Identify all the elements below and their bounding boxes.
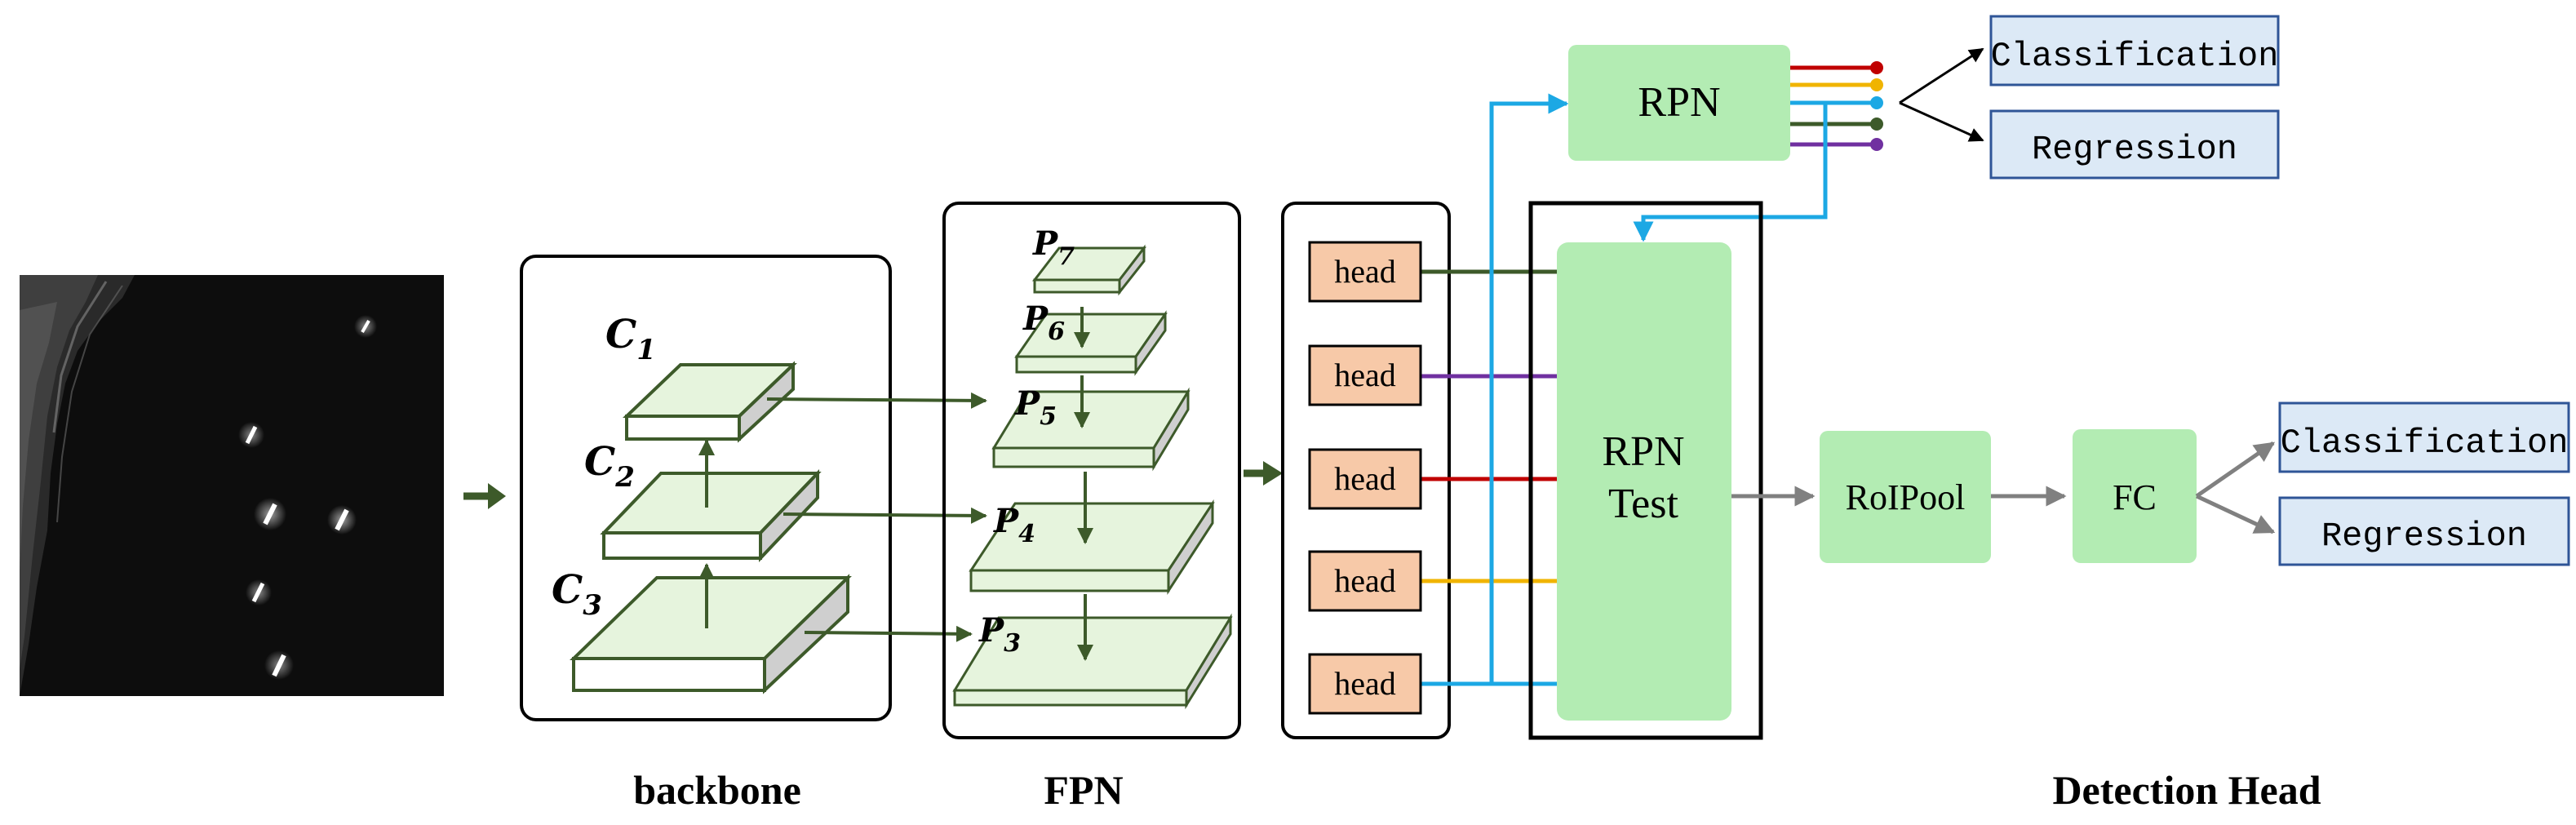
rpn-regression-output: Regression: [1989, 109, 2280, 180]
p5-level: [991, 387, 1190, 472]
svg-text:RPN: RPN: [1602, 428, 1684, 475]
ship-target: [238, 422, 264, 448]
svg-text:Classification: Classification: [2281, 424, 2569, 463]
ship-target: [264, 650, 294, 680]
c1-label: C1: [605, 312, 656, 366]
head-block: head: [1308, 344, 1422, 406]
p6-level: [1014, 310, 1168, 376]
heads-box: [1281, 202, 1451, 739]
svg-text:head: head: [1334, 253, 1396, 290]
backbone-box: [520, 255, 892, 721]
p7-level: [1031, 244, 1147, 296]
fpn-box: [942, 202, 1241, 739]
p6-label: P6: [1022, 299, 1065, 346]
p4-level: [969, 499, 1215, 596]
rpn-test-frame: [1528, 201, 1763, 740]
head-block: head: [1308, 241, 1422, 303]
svg-text:head: head: [1334, 665, 1396, 702]
backbone-section-label: backbone: [633, 767, 801, 813]
fpn-to-heads-arrow: [1244, 461, 1283, 486]
p4-label: P4: [993, 502, 1035, 548]
svg-text:FC: FC: [2113, 477, 2157, 517]
sar-input-image: [20, 275, 444, 696]
rpn-classification-output: Classification: [1989, 15, 2280, 86]
c2-label: C2: [584, 439, 635, 494]
head-block: head: [1308, 653, 1422, 715]
roipool-block: RoIPool: [1820, 431, 1991, 563]
rpn-test-block: RPN Test: [1557, 242, 1731, 721]
final-classification-output: Classification: [2278, 401, 2570, 473]
ship-target: [327, 505, 357, 534]
ship-target: [246, 579, 272, 605]
svg-text:RPN: RPN: [1638, 79, 1720, 126]
svg-text:Test: Test: [1608, 481, 1678, 527]
svg-text:Classification: Classification: [1991, 37, 2279, 76]
p3-label: P3: [978, 611, 1021, 658]
svg-text:head: head: [1334, 460, 1396, 497]
svg-text:Regression: Regression: [2032, 130, 2237, 169]
input-arrow: [463, 483, 506, 509]
svg-text:head: head: [1334, 357, 1396, 393]
fpn-section-label: FPN: [1044, 767, 1123, 813]
svg-text:head: head: [1334, 562, 1396, 599]
final-regression-output: Regression: [2278, 496, 2570, 566]
p7-label: P7: [1032, 224, 1075, 271]
fc-block: FC: [2073, 429, 2197, 563]
head-block: head: [1308, 448, 1422, 510]
ship-target: [254, 498, 286, 530]
c1-layer: [623, 361, 797, 443]
head-block: head: [1308, 550, 1422, 612]
p5-label: P5: [1014, 384, 1057, 431]
ship-target: [354, 315, 377, 338]
rpn-block: RPN: [1568, 45, 1790, 161]
svg-text:Regression: Regression: [2321, 517, 2527, 556]
svg-text:RoIPool: RoIPool: [1846, 477, 1966, 517]
c3-label: C3: [552, 567, 602, 622]
detection-head-section-label: Detection Head: [2052, 767, 2321, 813]
